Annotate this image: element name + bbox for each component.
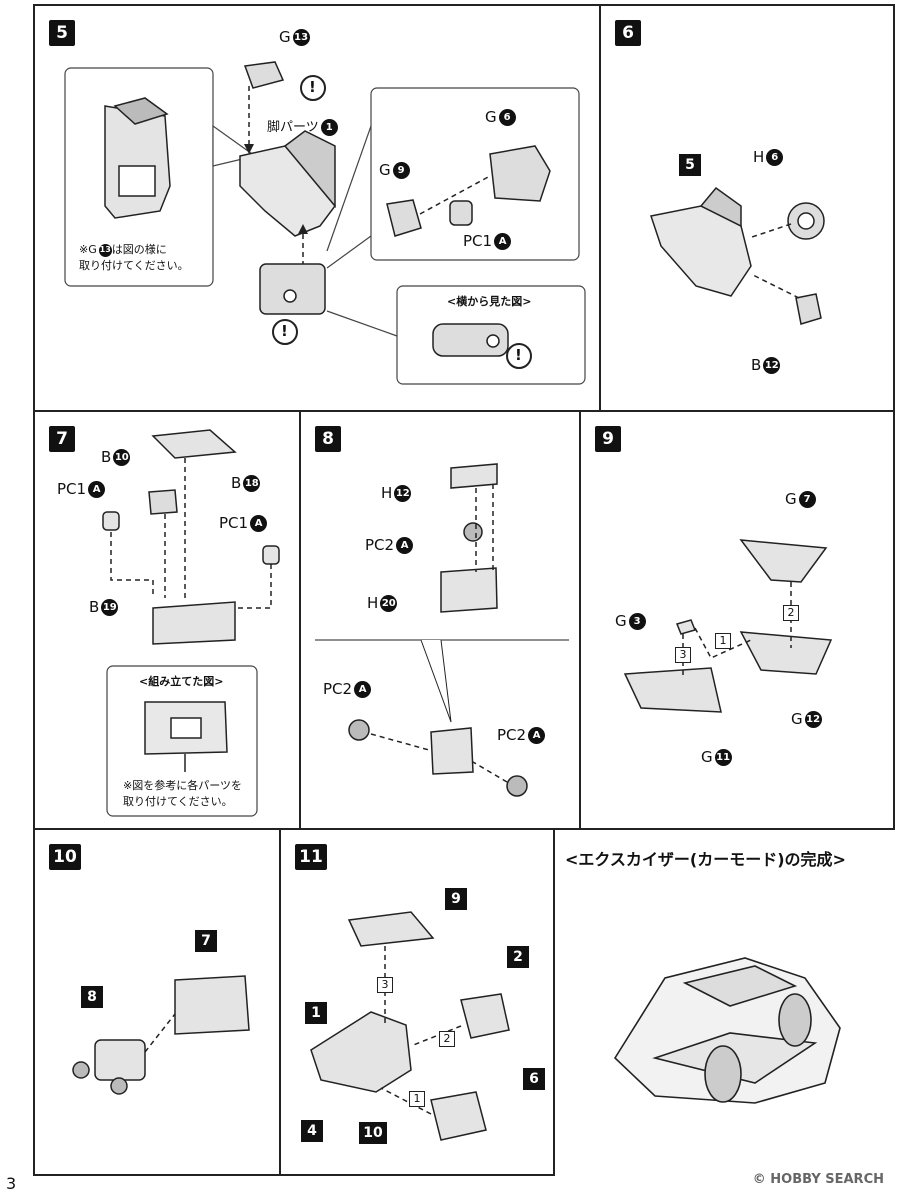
num-badge: A [250,515,268,532]
watermark: © HOBBY SEARCH [752,1172,884,1187]
ref-step-5: 5 [679,154,701,176]
order-1: 1 [715,630,731,649]
num-badge: 20 [380,595,398,612]
num-badge: 12 [763,357,781,374]
side-view-title: <横から見た図> [447,295,532,308]
order-2: 2 [783,602,799,621]
warn-3: ! [515,346,522,364]
num-badge: 13 [292,29,310,46]
warn-1: ! [309,78,316,96]
num-badge: 6 [766,149,784,166]
step-number: 11 [295,844,327,870]
warn-2: ! [281,322,288,340]
completion-area: <エクスカイザー(カーモード)の完成> [555,828,895,1176]
step-7-note: ※図を参考に各パーツを 取り付けてください。 [123,779,242,808]
order-3: 3 [377,974,393,993]
assembled-title: <組み立てた図> [139,675,224,688]
step-number: 7 [49,426,75,452]
num-badge: 12 [394,485,412,502]
num-badge: 6 [498,109,516,126]
num-badge: 9 [392,162,410,179]
ref-step-2: 2 [507,946,529,968]
step-11-diagram [310,911,510,1141]
ref-step-10: 10 [359,1122,387,1144]
step-6-diagram [650,186,825,325]
step-10-diagram [72,975,250,1095]
ref-step-1: 1 [305,1002,327,1024]
num-badge: A [354,681,372,698]
ref-step-7: 7 [195,930,217,952]
step-10-panel: 10 7 8 [33,828,281,1176]
order-3: 3 [675,644,691,663]
step-number: 8 [315,426,341,452]
step-number: 5 [49,20,75,46]
page-number: 3 [6,1174,17,1193]
num-badge: A [494,233,512,250]
ref-step-8: 8 [81,986,103,1008]
num-badge: 11 [714,749,732,766]
num-badge: 18 [243,475,261,492]
step-number: 6 [615,20,641,46]
step-9-diagram [623,539,833,713]
ref-step-9: 9 [445,888,467,910]
step-5-diagram [64,61,586,385]
num-badge: A [396,537,414,554]
num-badge: 12 [804,711,822,728]
num-badge: 10 [113,449,131,466]
order-1: 1 [409,1088,425,1107]
ref-step-4: 4 [301,1120,323,1142]
step-5-panel: 5 [33,4,601,412]
step-8-diagram [315,463,569,797]
ref-step-6: 6 [523,1068,545,1090]
step-number: 10 [49,844,81,870]
step-number: 9 [595,426,621,452]
car-illustration [613,957,841,1104]
step-11-panel: 11 9 2 1 4 10 6 3 2 1 [279,828,555,1176]
completion-title: <エクスカイザー(カーモード)の完成> [565,850,846,869]
order-2: 2 [439,1028,455,1047]
step-7-diagram [102,429,280,817]
num-badge: A [88,481,106,498]
num-badge: A [528,727,546,744]
num-badge: 3 [628,613,646,630]
num-badge: 7 [798,491,816,508]
num-badge: 1 [320,119,338,136]
num-badge: 19 [101,599,119,616]
